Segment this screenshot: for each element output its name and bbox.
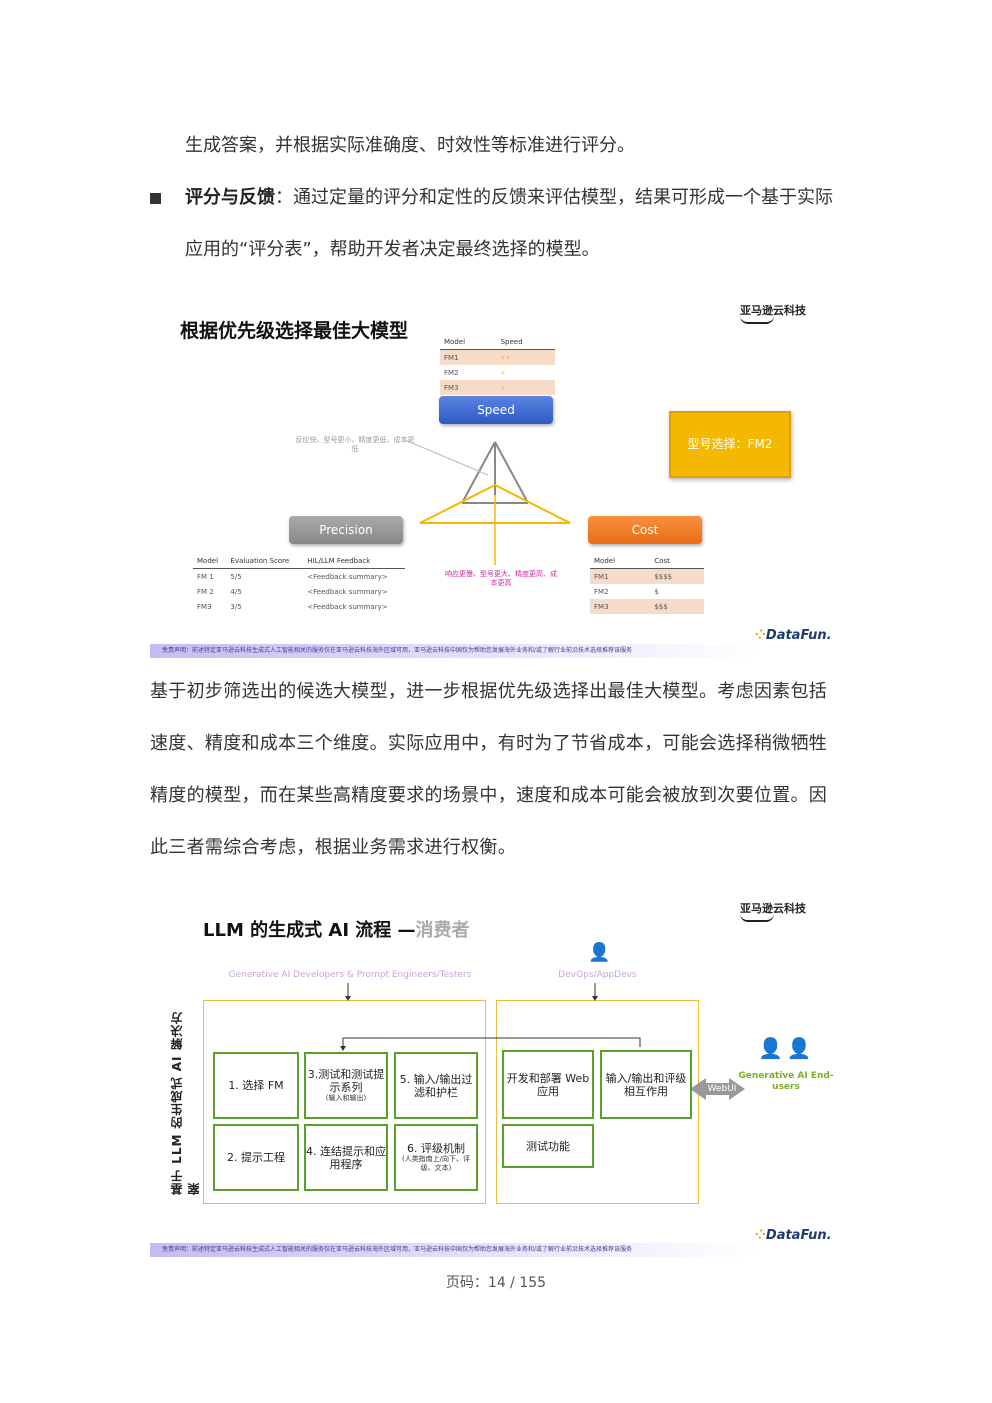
slide-genai-flow: LLM 的生成式 AI 流程 —消费者 亚马逊云科技 Generative AI… — [150, 890, 842, 1262]
feedback-loop-arrow — [342, 1037, 641, 1048]
person-icon: 👤 — [588, 942, 611, 963]
precision-pill: Precision — [289, 516, 403, 544]
model-choice-box: 型号选择：FM2 — [669, 411, 791, 478]
triangle-edge-left — [461, 441, 496, 504]
datafun-logo: ⁘DataFun. — [755, 628, 832, 643]
step-rating: 6. 评级机制(人类指南上/向下、评级、文本) — [394, 1124, 478, 1191]
step-deploy-web: 开发和部署 Web 应用 — [502, 1050, 594, 1119]
webui-arrow — [690, 1078, 745, 1100]
paragraph-intro: 生成答案，并根据实际准确度、时效性等标准进行评分。 — [185, 135, 635, 156]
note-arrow-gray — [404, 439, 489, 476]
bullet-scoring-feedback: 评分与反馈：通过定量的评分和定性的反馈来评估模型，结果可形成一个基于实际应用的“… — [150, 172, 842, 276]
webui-label: WebUI — [707, 1084, 737, 1094]
dev-flow-container — [203, 1000, 486, 1204]
aws-logo: 亚马逊云科技 — [740, 900, 806, 922]
bullet-body: ：通过定量的评分和定性的反馈来评估模型，结果可形成一个基于实际应用的“评分表”，… — [185, 187, 833, 260]
step-io-filter: 5. 输入/输出过滤和护栏 — [394, 1052, 478, 1119]
priority-triangle-diagram — [404, 439, 571, 565]
step-select-fm: 1. 选择 FM — [213, 1052, 299, 1119]
speed-pill: Speed — [439, 396, 553, 424]
step-test-prompts: 3.测试和测试提示系列(输入和输出) — [304, 1052, 388, 1119]
bullet-heading: 评分与反馈 — [185, 187, 275, 208]
end-users-label: Generative AI End-users — [738, 1071, 834, 1092]
aws-logo: 亚马逊云科技 — [740, 302, 806, 324]
paragraph-priority-explanation: 基于初步筛选出的候选大模型，进一步根据优先级选择出最佳大模型。考虑因素包括速度、… — [150, 681, 828, 858]
datafun-logo: ⁘DataFun. — [755, 1228, 832, 1243]
note-faster: 反应快、型号更小、精度更低、成本更低 — [295, 436, 415, 453]
page-number: 页码：14 / 155 — [445, 1275, 547, 1291]
slide1-title: 根据优先级选择最佳大模型 — [180, 320, 409, 342]
slide2-title: LLM 的生成式 AI 流程 —消费者 — [203, 920, 470, 941]
end-users-icon: 👤👤 — [758, 1036, 816, 1060]
aws-smile-icon — [740, 316, 774, 324]
aws-smile-icon — [740, 914, 774, 922]
slide2-disclaimer: 免责声明：前述特定亚马逊云科技生成式人工智能相关的服务仅在亚马逊云科技海外区域可… — [150, 1243, 762, 1257]
step-io-rating: 输入/输出和评级相互作用 — [600, 1050, 692, 1119]
role-devops: DevOps/AppDevs — [558, 970, 637, 980]
app-flow-container — [496, 1000, 699, 1204]
step-test-features: 测试功能 — [502, 1124, 594, 1168]
square-bullet-icon — [150, 193, 161, 204]
role-developers: Generative AI Developers & Prompt Engine… — [228, 970, 472, 980]
triangle-edge-right — [494, 441, 529, 504]
flow-connectors — [340, 983, 745, 1100]
step-prompt-engineering: 2. 提示工程 — [213, 1124, 299, 1191]
step-chain-prompts: 4. 连结提示和应用程序 — [304, 1124, 388, 1191]
note-slower: 响应更慢、型号更大、精度更高、成本更高 — [445, 570, 557, 587]
cost-pill: Cost — [588, 516, 702, 544]
slide1-disclaimer: 免责声明：前述特定亚马逊云科技生成式人工智能相关的服务仅在亚马逊云科技海外区域可… — [150, 644, 762, 658]
